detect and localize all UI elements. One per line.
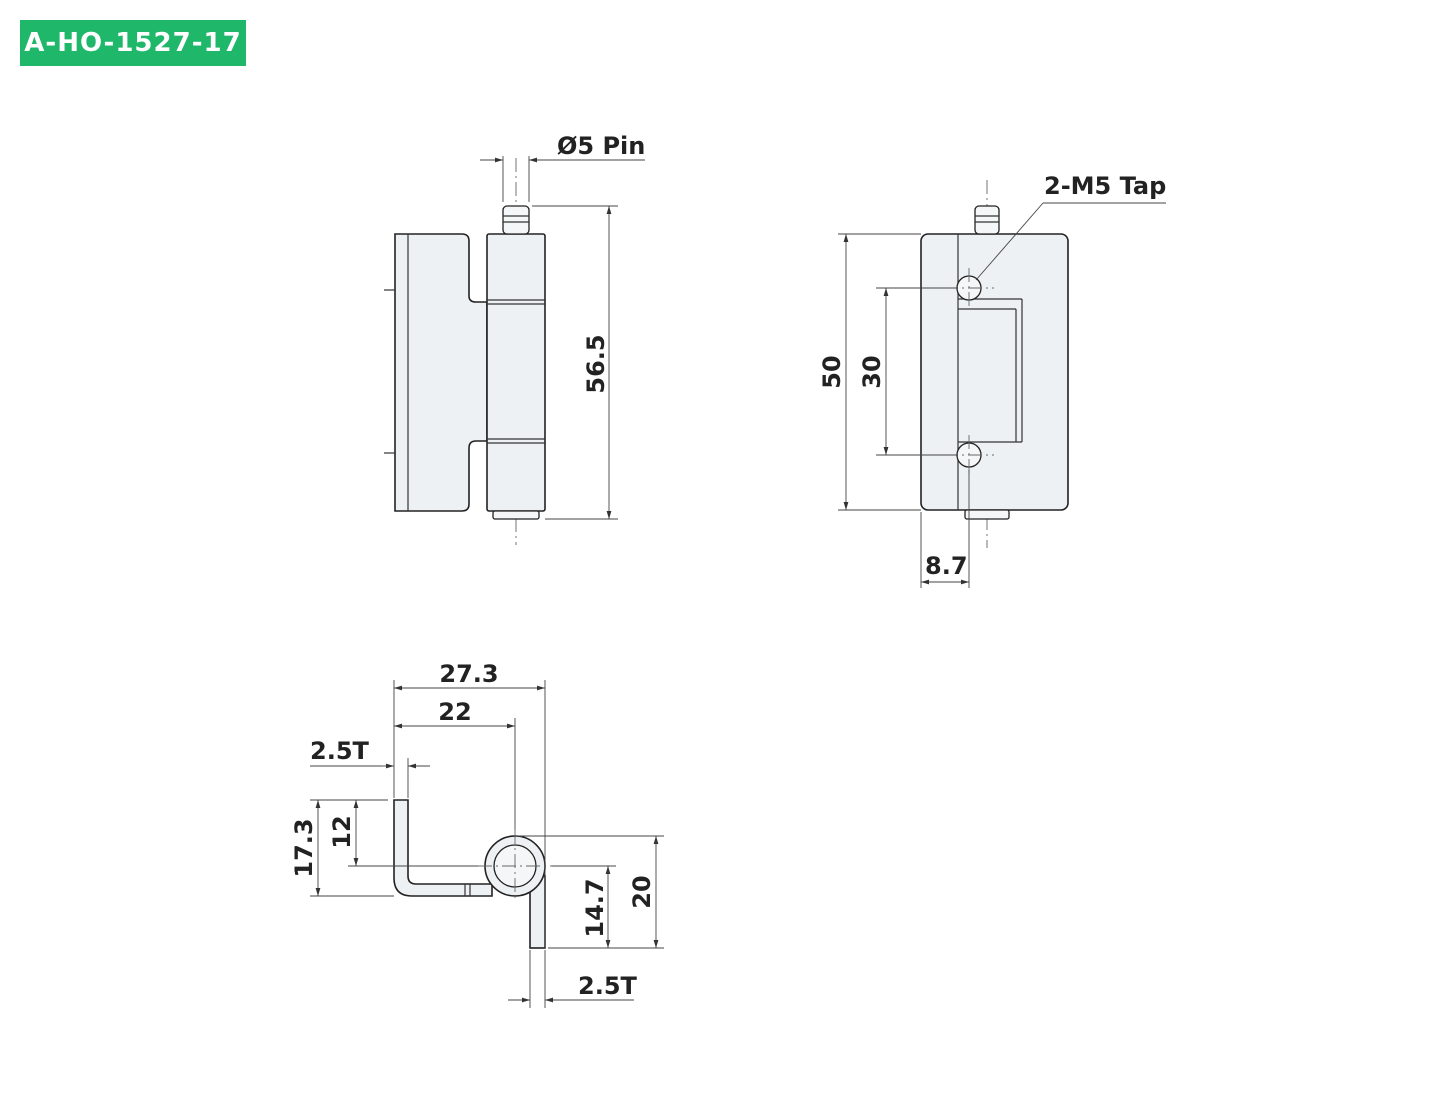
top-view [310, 680, 664, 1008]
pin-diameter-label: Ø5 Pin [557, 132, 645, 160]
dim-17-3: 17.3 [290, 818, 318, 877]
dim-thickness-bottom: 2.5T [578, 972, 638, 1000]
dim-thickness-top: 2.5T [310, 737, 370, 765]
dim-27-3: 27.3 [439, 660, 498, 688]
front-view [384, 156, 645, 545]
dim-20: 20 [628, 875, 656, 908]
dim-56-5: 56.5 [582, 334, 610, 393]
tap-label: 2-M5 Tap [1044, 172, 1166, 200]
dim-12: 12 [328, 815, 356, 848]
dim-14-7: 14.7 [581, 878, 609, 937]
part-number-badge: A-HO-1527-17 [20, 20, 246, 66]
side-view [838, 180, 1166, 588]
dim-30: 30 [858, 355, 886, 388]
dim-50: 50 [818, 355, 846, 388]
dim-8-7: 8.7 [925, 552, 968, 580]
dim-22: 22 [438, 698, 471, 726]
